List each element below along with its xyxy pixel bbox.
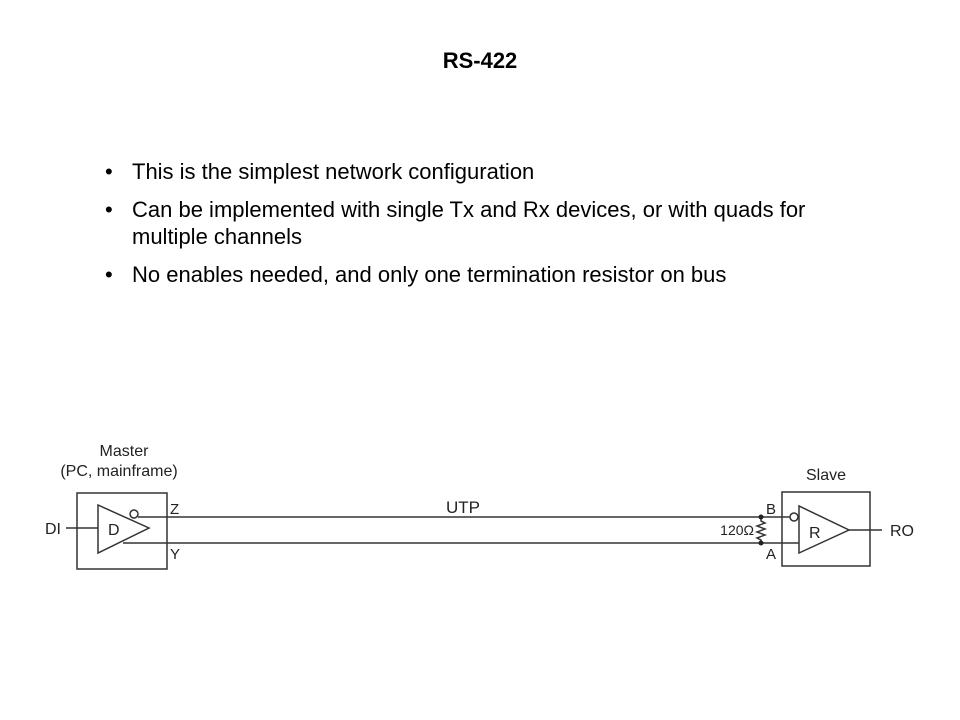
receiver-label: R (809, 525, 821, 542)
pin-b-label: B (766, 501, 776, 518)
slide-title: RS-422 (442, 48, 518, 73)
driver-label: D (108, 522, 120, 539)
pin-z-label: Z (170, 501, 179, 518)
slave-box (781, 491, 871, 567)
slave-label: Slave (806, 467, 846, 484)
bullet-item: • Can be implemented with single Tx and R… (105, 196, 865, 250)
bullet-item: • No enables needed, and only one termina… (105, 261, 865, 288)
pin-y-label: Y (170, 546, 180, 563)
rs422-diagram: Master (PC, mainframe) Slave D R DI RO Z… (45, 443, 914, 570)
junction-dot (758, 514, 764, 520)
bullet-text: This is the simplest network configurati… (132, 159, 535, 184)
master-sublabel: (PC, mainframe) (60, 463, 177, 480)
driver-triangle (97, 503, 151, 555)
bullet-text: Can be implemented with single Tx and Rx… (132, 197, 806, 249)
bullet-list: • This is the simplest network configurat… (105, 158, 865, 299)
di-label: DI (45, 521, 61, 538)
master-label: Master (100, 443, 150, 460)
master-box (76, 492, 168, 570)
pin-a-label: A (766, 546, 776, 563)
bullet-icon: • (105, 159, 113, 184)
receiver-triangle (798, 504, 851, 555)
bullet-text: No enables needed, and only one terminat… (132, 262, 727, 287)
bullet-icon: • (105, 197, 113, 222)
termination-resistor-icon (754, 517, 768, 543)
junction-dot (758, 540, 764, 546)
receiver-inverter-bubble (789, 512, 799, 522)
termination-label: 120Ω (720, 522, 754, 538)
utp-cable-label: UTP (446, 498, 480, 517)
bullet-icon: • (105, 262, 113, 287)
driver-inverter-bubble (129, 509, 139, 519)
ro-label: RO (890, 523, 914, 540)
bullet-item: • This is the simplest network configurat… (105, 158, 865, 185)
